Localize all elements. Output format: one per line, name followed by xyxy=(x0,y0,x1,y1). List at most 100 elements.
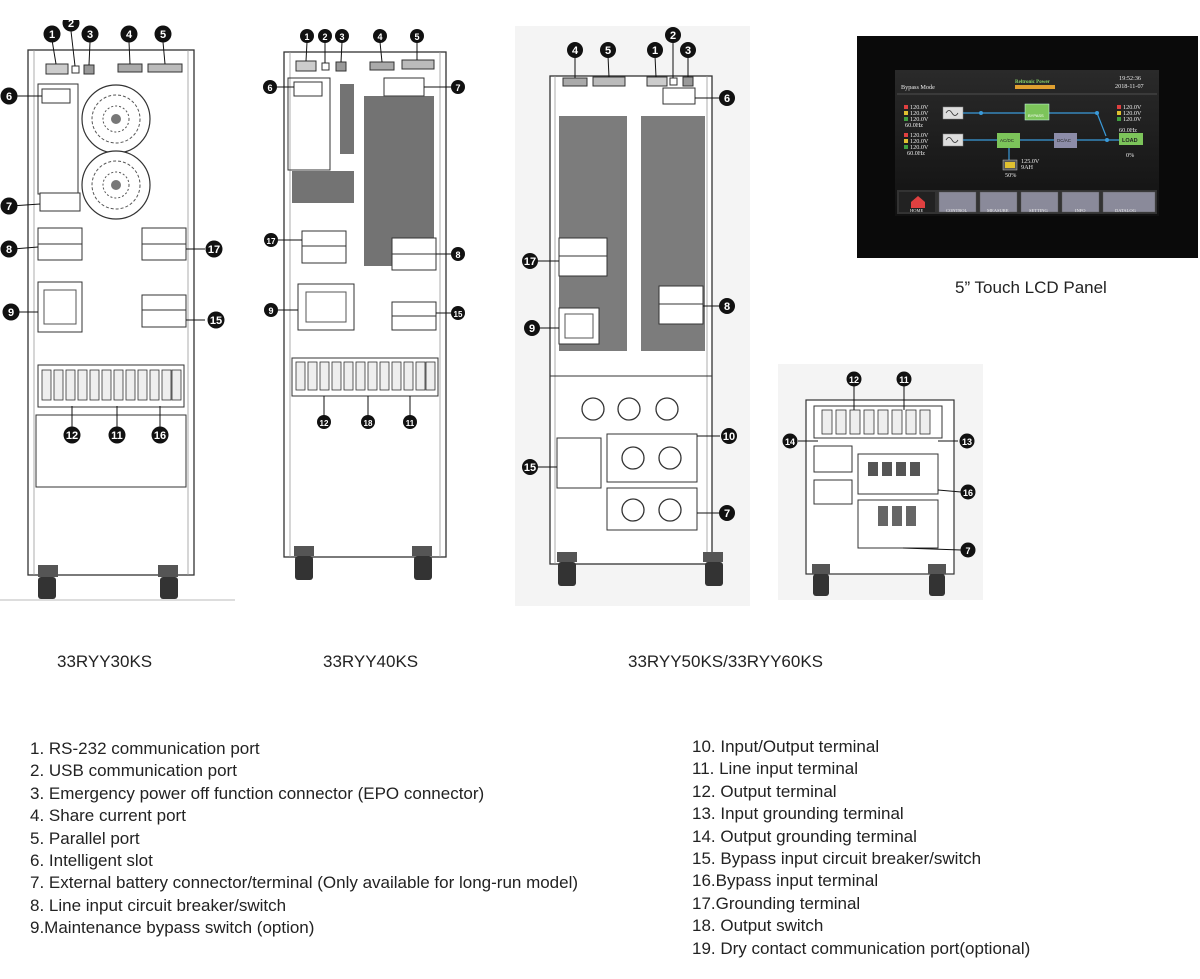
svg-text:11: 11 xyxy=(111,430,123,442)
svg-text:12: 12 xyxy=(849,375,859,385)
lcd-battery-percent: 50% xyxy=(1005,172,1016,179)
callout-badge: 1 2 3 4 5 6 7 8 17 9 15 12 11 16 xyxy=(0,20,225,444)
legend-item: 13. Input grounding terminal xyxy=(692,804,904,824)
model-label-50-60ks: 33RYY50KS/33RYY60KS xyxy=(628,652,824,671)
lcd-menu-home: HOME xyxy=(910,208,924,213)
lcd-input1-l2: 120.0V xyxy=(910,110,929,117)
svg-text:13: 13 xyxy=(962,437,972,447)
svg-text:17: 17 xyxy=(267,237,276,246)
legend-item: 12. Output terminal xyxy=(692,781,837,801)
svg-text:7: 7 xyxy=(6,201,12,213)
lcd-menu-info: INFO xyxy=(1075,208,1086,213)
lcd-output-l1: 120.0V xyxy=(1123,104,1142,111)
svg-text:5: 5 xyxy=(160,29,166,41)
lcd-menu-measure: MEASURE xyxy=(987,208,1009,213)
lcd-load-block: LOAD xyxy=(1122,138,1138,144)
callout-badge: 4 5 1 2 3 6 17 8 9 10 15 7 xyxy=(522,27,737,521)
lcd-menu-setting: SETTING xyxy=(1029,208,1048,213)
legend-item: 16.Bypass input terminal xyxy=(692,871,879,891)
svg-text:14: 14 xyxy=(785,437,795,447)
legend-item: 9.Maintenance bypass switch (option) xyxy=(30,918,315,938)
lcd-brand: Reltronic Power xyxy=(1015,80,1051,85)
lcd-rectifier-block: AC/DC xyxy=(1000,138,1015,143)
lcd-battery-capacity: 9AH xyxy=(1021,164,1034,171)
lcd-input1-freq: 60.0Hz xyxy=(905,122,923,129)
svg-text:2: 2 xyxy=(670,30,676,42)
lcd-menu-control: CONTROL xyxy=(946,208,968,213)
svg-text:4: 4 xyxy=(572,45,579,57)
svg-text:7: 7 xyxy=(724,508,730,520)
model-label-40ks: 33RYY40KS xyxy=(323,652,419,671)
legend-item: 18. Output switch xyxy=(692,916,824,936)
svg-text:11: 11 xyxy=(406,419,415,428)
legend-item: 3. Emergency power off function connecto… xyxy=(30,783,485,803)
legend-item: 2. USB communication port xyxy=(30,761,237,781)
svg-text:3: 3 xyxy=(685,45,691,57)
lcd-output-l3: 120.0V xyxy=(1123,116,1142,123)
ups-rear-panel-30ks: 1 2 3 4 5 6 7 8 17 9 15 12 11 16 xyxy=(0,20,235,601)
legend-left: 1. RS-232 communication port 2. USB comm… xyxy=(30,738,578,940)
svg-text:1: 1 xyxy=(304,32,309,42)
lcd-battery-voltage: 125.0V xyxy=(1021,158,1040,165)
lcd-input1-l3: 120.0V xyxy=(910,116,929,123)
lcd-output-freq: 60.0Hz xyxy=(1119,127,1137,134)
svg-text:10: 10 xyxy=(723,431,735,443)
svg-text:16: 16 xyxy=(154,430,166,442)
legend-item: 1. RS-232 communication port xyxy=(30,739,260,758)
model-label-30ks: 33RYY30KS xyxy=(57,652,153,671)
lcd-load-percent: 0% xyxy=(1126,152,1134,159)
legend-item: 10. Input/Output terminal xyxy=(692,737,880,756)
lcd-caption: 5” Touch LCD Panel xyxy=(955,278,1107,297)
svg-text:8: 8 xyxy=(6,244,12,256)
svg-text:11: 11 xyxy=(899,375,909,385)
ups-rear-panel-50-60ks: 4 5 1 2 3 6 17 8 9 10 15 7 xyxy=(515,26,750,606)
legend-item: 7. External battery connector/terminal (… xyxy=(30,873,579,893)
svg-text:2: 2 xyxy=(68,20,74,30)
svg-text:6: 6 xyxy=(6,91,12,103)
lcd-input2-l2: 120.0V xyxy=(910,138,929,145)
svg-text:9: 9 xyxy=(8,307,14,319)
svg-text:7: 7 xyxy=(455,83,460,93)
lcd-date: 2018-11-07 xyxy=(1115,83,1144,90)
legend-item: 17.Grounding terminal xyxy=(692,893,861,913)
legend-right: 10. Input/Output terminal 11. Line input… xyxy=(692,736,1030,960)
svg-text:3: 3 xyxy=(339,32,344,42)
svg-text:3: 3 xyxy=(87,29,93,41)
callout-badge: 12 11 14 13 16 7 xyxy=(782,371,976,558)
callout-badge: 1 2 3 4 5 6 7 17 8 9 15 12 18 11 xyxy=(263,29,465,429)
legend-item: 8. Line input circuit breaker/switch xyxy=(30,895,287,915)
svg-text:8: 8 xyxy=(455,250,460,260)
svg-text:9: 9 xyxy=(268,306,273,316)
lcd-output-l2: 120.0V xyxy=(1123,110,1142,117)
svg-text:17: 17 xyxy=(208,244,220,256)
lcd-bypass-block: BYPASS xyxy=(1028,113,1044,118)
svg-text:12: 12 xyxy=(320,419,329,428)
lcd-input2-freq: 60.0Hz xyxy=(907,150,925,157)
svg-text:8: 8 xyxy=(724,301,730,313)
legend-item: 4. Share current port xyxy=(30,806,186,826)
svg-text:6: 6 xyxy=(267,83,272,93)
legend-item: 5. Parallel port xyxy=(30,828,140,848)
svg-text:15: 15 xyxy=(524,462,536,474)
svg-text:2: 2 xyxy=(322,32,327,42)
svg-text:16: 16 xyxy=(963,488,973,498)
svg-text:1: 1 xyxy=(49,29,55,41)
svg-text:17: 17 xyxy=(524,256,536,268)
svg-text:4: 4 xyxy=(126,29,133,41)
lcd-mode: Bypass Mode xyxy=(901,84,935,91)
svg-text:15: 15 xyxy=(454,310,463,319)
lcd-inverter-block: DC/AC xyxy=(1057,138,1072,143)
ups-terminal-detail: 12 11 14 13 16 7 xyxy=(778,364,983,600)
svg-text:9: 9 xyxy=(529,323,535,335)
svg-text:1: 1 xyxy=(652,45,658,57)
svg-text:4: 4 xyxy=(377,32,382,42)
legend-item: 11. Line input terminal xyxy=(692,759,859,779)
svg-text:5: 5 xyxy=(414,32,419,42)
legend-item: 19. Dry contact communication port(optio… xyxy=(692,938,1031,958)
svg-text:12: 12 xyxy=(66,430,78,442)
svg-text:6: 6 xyxy=(724,93,730,105)
lcd-input2-l1: 120.0V xyxy=(910,132,929,139)
lcd-time: 19:52:36 xyxy=(1119,75,1141,82)
lcd-input2-l3: 120.0V xyxy=(910,144,929,151)
legend-item: 15. Bypass input circuit breaker/switch xyxy=(692,849,982,869)
